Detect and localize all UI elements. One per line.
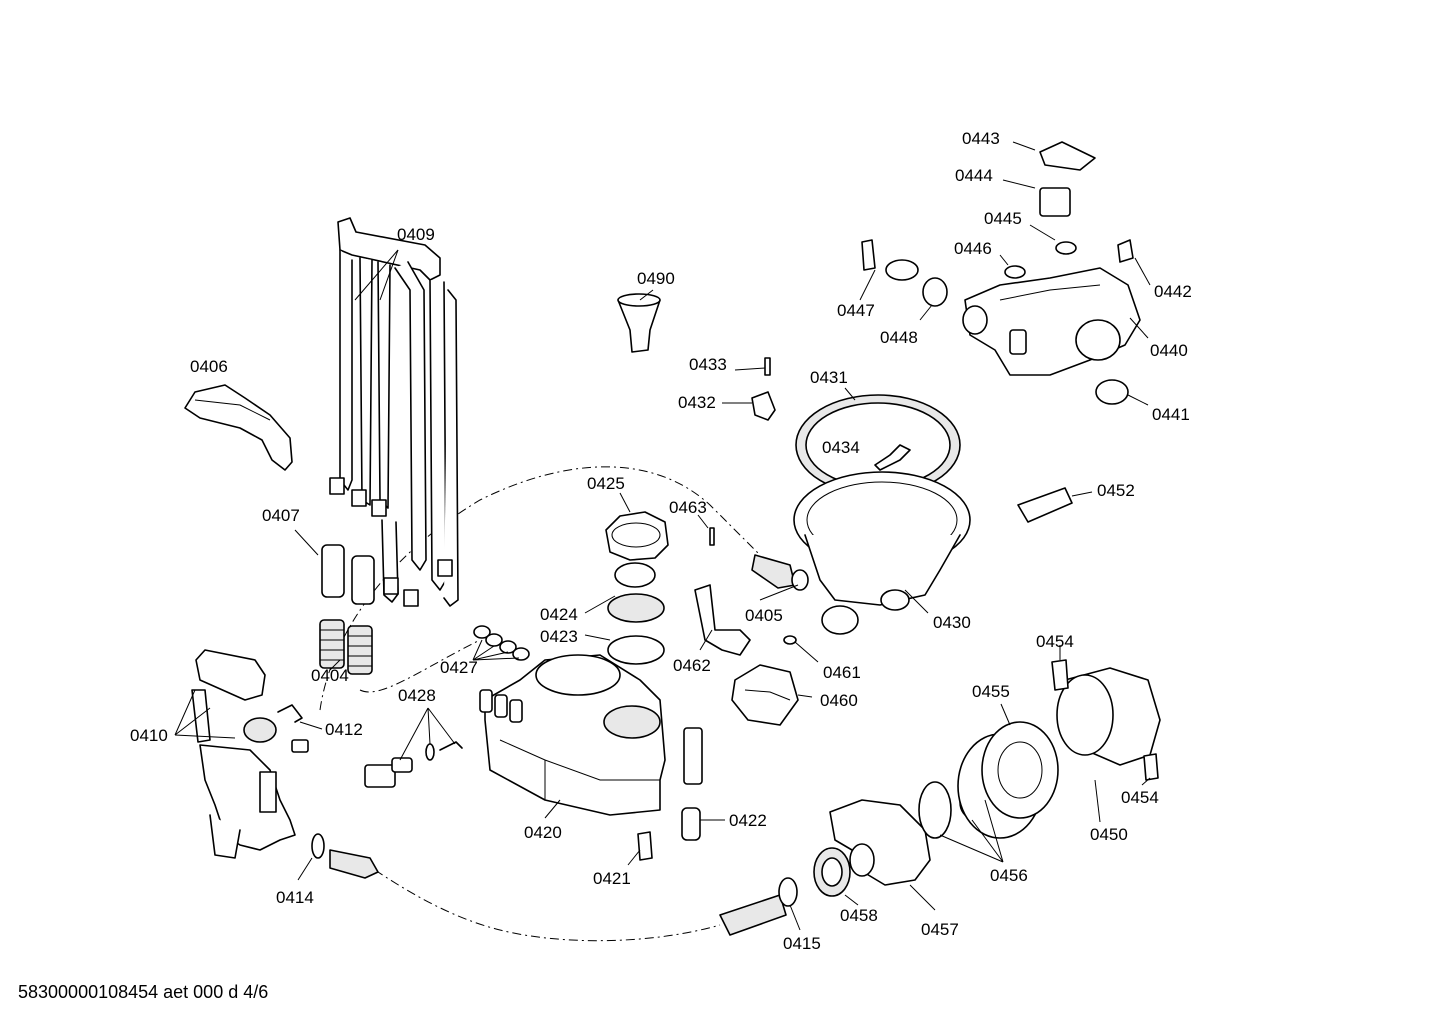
oring-0415	[778, 877, 798, 907]
screw-0463	[709, 527, 715, 546]
label-0452: 0452	[1097, 481, 1135, 500]
label-0423: 0423	[540, 627, 578, 646]
sensor-0447	[861, 239, 919, 281]
label-0456: 0456	[990, 866, 1028, 885]
clamp-0441	[1095, 379, 1129, 405]
bracket-0454-top	[1051, 659, 1069, 691]
drain-hose-part	[311, 833, 379, 879]
clip-0432	[751, 391, 776, 421]
clip-0421	[637, 831, 653, 861]
seal-part	[291, 739, 309, 753]
label-0421: 0421	[593, 869, 631, 888]
hose-0405	[751, 554, 809, 591]
label-0427: 0427	[440, 658, 478, 677]
label-0431: 0431	[810, 368, 848, 387]
sleeve-parts	[321, 544, 375, 605]
label-0409: 0409	[397, 225, 435, 244]
label-0415: 0415	[783, 934, 821, 953]
ring-set	[473, 625, 530, 661]
label-0434: 0434	[822, 438, 860, 457]
label-0450: 0450	[1090, 825, 1128, 844]
bracket-0454-bottom	[1143, 753, 1159, 781]
bracket-0462	[694, 584, 751, 656]
oring-0445	[1055, 241, 1077, 255]
label-0440: 0440	[1150, 341, 1188, 360]
label-0463: 0463	[669, 498, 707, 517]
label-0428: 0428	[398, 686, 436, 705]
pump-housing-0455	[981, 721, 1059, 819]
label-0441: 0441	[1152, 405, 1190, 424]
pump-housing-0457	[829, 799, 931, 886]
drain-route-line	[374, 869, 721, 942]
label-0412: 0412	[325, 720, 363, 739]
label-0457: 0457	[921, 920, 959, 939]
label-0407: 0407	[262, 506, 300, 525]
hose-route-line	[319, 466, 761, 711]
label-0446: 0446	[954, 239, 992, 258]
drawing-code: 58300000108454 aet 000 d 4/6	[18, 982, 268, 1002]
ring-0423a	[607, 593, 665, 623]
part-0434	[874, 444, 911, 471]
label-0430: 0430	[933, 613, 971, 632]
clip-0442	[1117, 239, 1134, 263]
heat-exchanger-0440	[962, 267, 1141, 376]
label-0414: 0414	[276, 888, 314, 907]
clip-part	[277, 704, 303, 723]
leader-lines	[174, 141, 1151, 931]
sump-tank	[479, 654, 666, 816]
label-0462: 0462	[673, 656, 711, 675]
label-0490: 0490	[637, 269, 675, 288]
oring-0446	[1004, 265, 1026, 279]
cover-part	[184, 384, 293, 471]
label-0410: 0410	[130, 726, 168, 745]
hose-route-line-2	[359, 639, 481, 693]
label-0442: 0442	[1154, 282, 1192, 301]
cap-part	[243, 717, 277, 743]
funnel-0490	[617, 299, 661, 353]
label-0404: 0404	[311, 666, 349, 685]
label-0420: 0420	[524, 823, 562, 842]
label-0460: 0460	[820, 691, 858, 710]
oring-0448	[922, 277, 948, 307]
label-0432: 0432	[678, 393, 716, 412]
heater-0460	[731, 664, 799, 726]
spray-pipe-assembly	[329, 217, 459, 607]
part-0461	[783, 635, 797, 645]
cover-0443	[1039, 141, 1096, 171]
label-0425: 0425	[587, 474, 625, 493]
label-0406: 0406	[190, 357, 228, 376]
motor-0450	[1056, 667, 1161, 766]
label-0455: 0455	[972, 682, 1010, 701]
float-part	[681, 727, 703, 841]
label-0422: 0422	[729, 811, 767, 830]
label-0448: 0448	[880, 328, 918, 347]
label-0405: 0405	[745, 606, 783, 625]
label-0433: 0433	[689, 355, 727, 374]
part-0452	[1017, 487, 1073, 523]
label-0447: 0447	[837, 301, 875, 320]
ring-0424	[614, 562, 656, 588]
spring-parts	[319, 619, 373, 675]
valve-assembly	[191, 649, 296, 859]
pump-pot-0430	[793, 471, 971, 635]
label-0454-top: 0454	[1036, 632, 1074, 651]
label-0458: 0458	[840, 906, 878, 925]
float-valve-parts	[364, 741, 463, 788]
label-0461: 0461	[823, 663, 861, 682]
label-0445: 0445	[984, 209, 1022, 228]
label-0444: 0444	[955, 166, 993, 185]
screw-0433	[764, 357, 771, 376]
spray-arm-nut	[605, 511, 669, 561]
label-0424: 0424	[540, 605, 578, 624]
ring-0423b	[607, 635, 665, 665]
label-0443: 0443	[962, 129, 1000, 148]
sensor-0444	[1039, 187, 1071, 217]
part-labels: 0443 0444 0445 0446 0442 0447 0448 0440 …	[130, 129, 1192, 953]
hose-0415	[719, 894, 787, 936]
label-0454-bottom: 0454	[1121, 788, 1159, 807]
